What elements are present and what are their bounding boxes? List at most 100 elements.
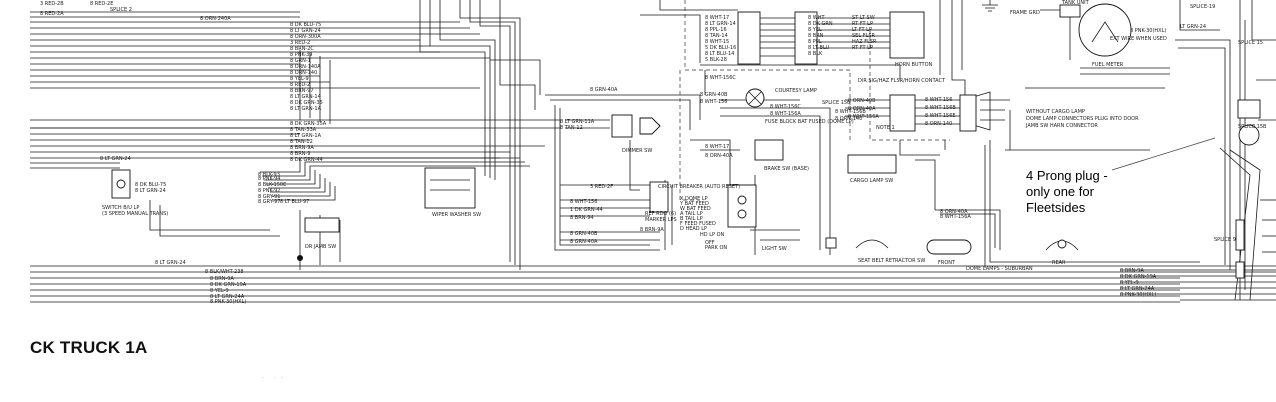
wire-label: 8 BLK-150E (258, 182, 286, 188)
wire-label: 8 WHT-156E (925, 113, 956, 119)
wire-label: 8 WHT-156 (700, 99, 727, 105)
wire-label: 8 DK GRN-35 (290, 100, 323, 106)
symbols (111, 0, 1261, 279)
wire-label: 8 LT GRN-24 (100, 156, 131, 162)
wire-label: LT FT LP (852, 27, 872, 33)
dome-lamps-label: DOME LAMPS - SUBURBAN (966, 266, 1033, 272)
wire-label: 8 WHT-156C (705, 75, 736, 81)
wire-label: SPLICE 2 (110, 7, 132, 13)
wire-label: 8 WHT-156A (940, 214, 971, 220)
wire-label: 1 DK GRN-44 (570, 207, 603, 213)
wire-label: 8 LT GRN-24A (1120, 286, 1155, 292)
wire-label: 8 PPL-16 (705, 27, 727, 33)
light-switch-symbol (727, 184, 757, 228)
wire-label: 8 YEL-9 (290, 76, 309, 82)
wire-label: SEL FLSR (852, 33, 876, 39)
callout-line-3: Fleetsides (1026, 200, 1086, 215)
wire-label: REF RDO (6) (645, 211, 676, 217)
wire-label: 8 PNK-30(HXL) (210, 299, 246, 305)
brake-switch-label: BRAKE SW (BASE) (764, 166, 809, 172)
wire-label: 8 DK BLU-75 (290, 22, 321, 28)
wire-label: 8 LT GRN-24A (210, 294, 245, 300)
wire-label: 8 BRN-9A (1120, 268, 1144, 274)
wire-label: 8 BRN-9A (210, 276, 234, 282)
wire-label: 8 RED-2E (90, 1, 113, 7)
left-bundle (149, 0, 541, 270)
wire-label: 8 PNK-92 (258, 188, 280, 194)
wire-label: 8 WHT-156A (848, 114, 879, 120)
harness-wires (30, 11, 1276, 303)
front-dome-lamp-symbol (926, 239, 972, 255)
tank-unit-label: TANK UNIT (1061, 0, 1090, 6)
callout-line-2: only one for (1026, 184, 1095, 199)
manual-trans-label: (3 SPEED MANUAL TRANS) (102, 211, 168, 217)
wire-label: B TAIL LP (680, 216, 703, 222)
wire-label: 8 WHT-17 (705, 15, 729, 21)
wire-label: 8 ORN-140A (290, 64, 321, 70)
wire-label: W BAT FEED (680, 206, 711, 212)
door-jamb-switch-symbol (304, 217, 340, 233)
wire-label: 8 PNK-30(HXL) (1130, 28, 1166, 34)
splice-15b-label: SPLICE 15B (1238, 124, 1267, 130)
without-cargo-label: WITHOUT CARGO LAMP (1026, 109, 1085, 115)
dome-lamp-connectors-label: DOME LAMP CONNECTORS PLUG INTO DOOR (1026, 116, 1139, 122)
wire-label: 5 DK BLU-16 (705, 45, 736, 51)
door-jamb-switch-label: DR JAMB SW (305, 244, 336, 250)
wire-label: 8 DK GRN (808, 21, 833, 27)
component-labels: DIMMER SW COURTESY LAMP BRAKE SW (BASE) … (102, 0, 1267, 272)
seat-belt-retractor-label: SEAT BELT RETRACTOR SW (858, 258, 925, 264)
wire-label: 3 RED-2F (590, 184, 613, 190)
wire-label: EXT WIRE WHEN USED (1110, 36, 1167, 42)
wire-label: 8 GRY-91 (258, 194, 280, 200)
wire-label: HAZ FLSR (852, 39, 877, 45)
wire-label: 8 WHT-156B (925, 105, 956, 111)
callout-line-1: 4 Prong plug - (1026, 168, 1108, 183)
wire-label: 8 PNK-94 (258, 176, 280, 182)
wire-label: LT GRN-24 (1180, 24, 1206, 30)
wire-label: 8 ORN-40B (848, 98, 876, 104)
wire-label: 8 DK GRN-19A (210, 282, 247, 288)
wire-label: 8 GRN-40B (570, 231, 598, 237)
dir-sig-label: DIR SIG/HAZ FLSR/HORN CONTACT (858, 78, 946, 84)
wire-label: 8 ORN-40A (705, 153, 733, 159)
horn-button-label: HORN BUTTON (895, 62, 933, 68)
wire-label: 8 PNK-30(HXL) (1120, 292, 1156, 298)
note1-label: NOTE 1 (876, 125, 895, 131)
rear-lamp-label: REAR (1052, 260, 1066, 266)
wire-label: 8 GRN-40A (570, 239, 598, 245)
wire-label: 8 YEL-9 (1120, 280, 1139, 286)
wire-label: 8 BRN-9A (290, 145, 314, 151)
wire-label: D HEAD LP (680, 226, 707, 232)
dimmer-switch-symbol (611, 114, 633, 138)
right-region (1025, 0, 1276, 301)
wire-label: 8 LT GRN-11A (560, 119, 595, 125)
circuit-breaker-label: CIRCUIT BREAKER (AUTO RESET) (658, 184, 740, 190)
note1-connector-symbol (889, 94, 916, 132)
front-lamp-label: FRONT (938, 260, 956, 266)
wire-label: 8 BRN-94 (570, 215, 594, 221)
wire-label: 8 ORN-40A (848, 106, 876, 112)
wire-label: 8 BRN (808, 33, 824, 39)
switch-bu-lp-label: SWITCH B/U LP (102, 205, 139, 211)
wire-label: MARKER LPS (645, 217, 677, 223)
dimmer-switch-label: DIMMER SW (622, 148, 652, 154)
wiper-washer-switch-symbol (424, 167, 476, 209)
wire-label: 8 RED-2 (290, 82, 310, 88)
wire-label: 8 PPL (808, 39, 822, 45)
wire-label: 8 WHT-15 (705, 39, 729, 45)
splice-15-label: SPLICE 15 (1238, 40, 1263, 46)
wire-label: 8 BRN-9A (640, 227, 664, 233)
wire-label: 8 WHT-156 (570, 199, 597, 205)
wire-label: 8 RED-2A (40, 11, 64, 17)
wire-label: 8 ORN-140 (290, 70, 317, 76)
wire-label: 8 BRN-97 (290, 88, 314, 94)
wire-label: 8 BLK-93 (258, 172, 280, 178)
brake-switch-symbol (754, 139, 784, 161)
cargo-lamp-switch-symbol (847, 154, 897, 174)
wire-label: 8 LT GRN-14 (705, 21, 736, 27)
scan-specks: · · · (262, 375, 283, 381)
right-center-region (845, 0, 1200, 268)
wire-label: 8 TAN-12 (560, 125, 583, 131)
